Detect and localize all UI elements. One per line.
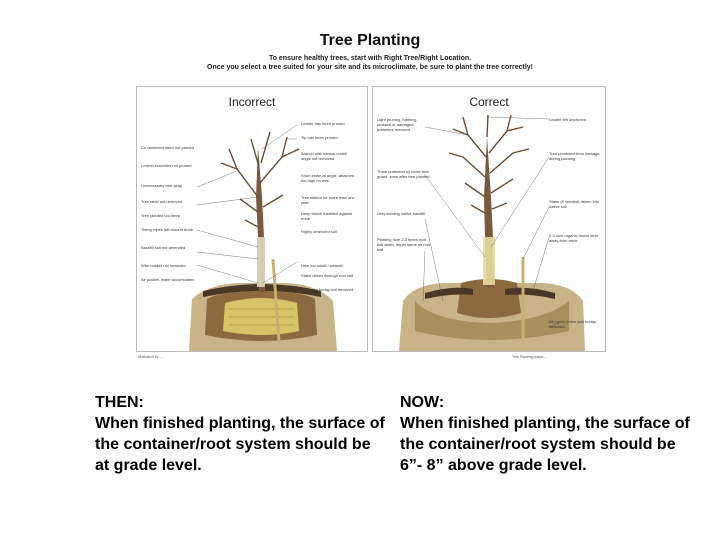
poster-subtitle-line-1: To ensure healthy trees, start with Righ… xyxy=(136,54,604,63)
note-lowest-branches: Lowest branches not pruned xyxy=(141,163,195,168)
incorrect-panel: Incorrect xyxy=(136,86,368,352)
poster-footer-left: Illustration by ... xyxy=(138,355,198,360)
note-native-backfill: Only existing native backfill xyxy=(377,211,431,216)
note-loose-tree-guard: Trunk protected by loose tree guard, soo… xyxy=(377,169,431,179)
note-tree-wrap: Unnecessary tree wrap xyxy=(141,183,195,188)
note-planted-too-deep: Tree planted too deep xyxy=(141,213,195,218)
note-tip-pruned: Tip has been pruned xyxy=(301,135,355,140)
poster-title: Tree Planting xyxy=(136,32,604,50)
note-amended-soil: Highly amended soil xyxy=(301,229,355,234)
poster-subtitle: To ensure healthy trees, start with Righ… xyxy=(136,54,604,72)
note-backfill: Backfill soil not amended xyxy=(141,245,195,250)
note-stake-native-soil: Stake (if needed) driven into native soi… xyxy=(549,199,603,209)
note-hole-too-small: Hole too small / smooth xyxy=(301,263,355,268)
now-caption: NOW: When finished planting, the surface… xyxy=(400,392,690,476)
note-planting-hole: Planting hole 2-3 times root ball width,… xyxy=(377,237,431,252)
correct-panel: Correct xyxy=(372,86,606,352)
note-wire-basket: Wire basket not removed xyxy=(141,263,195,268)
note-leader-pruned: Leader has been pruned xyxy=(301,121,355,126)
note-air-pocket: Air pocket, water accumulates xyxy=(141,277,195,282)
note-staked-too-long: Tree staked for more than one year xyxy=(301,195,355,205)
poster-footer-right: Tree Planting poster ... xyxy=(512,355,604,360)
note-burlap-not-removed: Thread burlap not removed xyxy=(305,287,355,292)
note-tieing-ropes: Tieing ropes left around trunk xyxy=(141,227,195,232)
note-codominant-stem: Co-dominant stem not pruned xyxy=(141,145,195,150)
note-leader-unpruned: Leader left unpruned xyxy=(549,117,603,122)
note-deep-mulch: Deep mulch installed against trunk xyxy=(301,211,355,221)
note-stake-through-rootball: Stake driven through root ball xyxy=(301,273,355,278)
note-ropes-removed: All ropes, wires and burlap removed xyxy=(549,319,603,329)
tree-planting-poster: Tree Planting To ensure healthy trees, s… xyxy=(136,30,604,376)
then-caption: THEN: When finished planting, the surfac… xyxy=(95,392,385,476)
then-text: When finished planting, the surface of t… xyxy=(95,413,385,476)
now-text: When finished planting, the surface of t… xyxy=(400,413,690,476)
now-heading: NOW: xyxy=(400,392,690,413)
note-narrow-crotch: Branch with narrow crotch angle not remo… xyxy=(301,151,355,161)
poster-subtitle-line-2: Once you select a tree suited for your s… xyxy=(136,63,604,72)
note-protected-trunk: Tree protected from damage during planti… xyxy=(549,151,603,161)
note-light-pruning: Light pruning, rubbing, crossed or damag… xyxy=(377,117,431,132)
note-tree-label: Tree label not removed xyxy=(141,199,195,204)
note-organic-mulch: 2-3 inch organic mulch kept away from tr… xyxy=(549,233,603,243)
then-heading: THEN: xyxy=(95,392,385,413)
note-short-stake: Short stake at angle, attached too high … xyxy=(301,173,355,183)
